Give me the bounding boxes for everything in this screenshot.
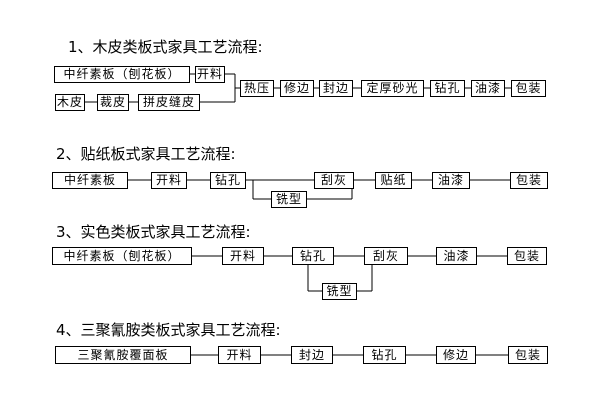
flow-3-step-drilling: 钻孔: [292, 247, 334, 265]
flow-2-step-milling: 铣型: [271, 191, 307, 208]
flow-4-step-edge-banding: 封边: [291, 346, 333, 364]
flow-3-step-painting: 油漆: [436, 247, 477, 265]
flow-2-title: 2、贴纸板式家具工艺流程:: [56, 145, 236, 163]
flow-3-title: 3、实色类板式家具工艺流程:: [56, 223, 251, 241]
flow-1-step-trimming: 修边: [280, 80, 314, 97]
flow-3-step-board: 中纤素板（刨花板）: [52, 247, 192, 265]
flow-3-step-putty: 刮灰: [364, 247, 408, 265]
flow-2-step-cutting: 开料: [151, 172, 187, 189]
flow-4-step-cutting: 开料: [218, 346, 261, 364]
flow-2-step-packing: 包装: [510, 172, 548, 189]
flow-3-step-milling: 铣型: [322, 283, 357, 300]
flow-4-step-trimming: 修边: [436, 346, 476, 364]
flow-1-step-drilling: 钻孔: [430, 80, 465, 97]
flow-2-step-putty: 刮灰: [314, 172, 354, 189]
flow-3-step-cutting: 开料: [222, 247, 264, 265]
flow-4-step-packing: 包装: [508, 346, 548, 364]
flow-2-step-painting: 油漆: [432, 172, 470, 189]
flow-1-step-painting: 油漆: [471, 80, 505, 97]
flow-4-step-melamine-board: 三聚氰胺覆面板: [55, 346, 191, 364]
flow-3-step-packing: 包装: [507, 247, 547, 265]
flow-2-step-paper-lamination: 贴纸: [375, 172, 412, 189]
flow-1-title: 1、木皮类板式家具工艺流程:: [68, 38, 263, 56]
flow-4-step-drilling: 钻孔: [363, 346, 406, 364]
flow-2-step-board: 中纤素板: [52, 172, 128, 189]
flow-1-step-board: 中纤素板（刨花板）: [54, 66, 190, 83]
flow-1-step-sanding: 定厚砂光: [361, 80, 424, 97]
flow-1-step-cutting: 开料: [195, 66, 225, 83]
flow-4-title: 4、三聚氰胺类板式家具工艺流程:: [56, 321, 281, 339]
flow-1-step-packing: 包装: [511, 80, 546, 97]
flow-1-step-veneer-splicing: 拼皮缝皮: [138, 94, 200, 111]
flow-1-step-veneer: 木皮: [55, 94, 85, 111]
flow-2-step-drilling: 钻孔: [210, 172, 246, 189]
flow-1-step-edge-banding: 封边: [319, 80, 353, 97]
flow-1-step-hot-press: 热压: [240, 80, 274, 97]
flow-1-step-veneer-cutting: 裁皮: [97, 94, 129, 111]
